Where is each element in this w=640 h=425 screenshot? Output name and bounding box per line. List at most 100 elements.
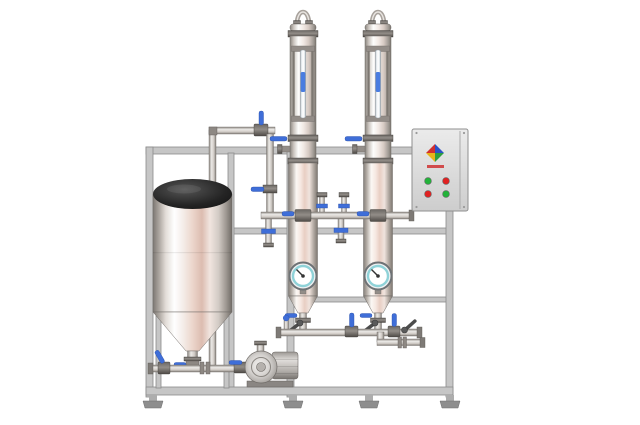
sight-rod xyxy=(386,51,389,116)
valve-pivot xyxy=(401,326,408,334)
sight-glass-liquid xyxy=(300,72,306,92)
control-panel xyxy=(411,128,469,212)
foot-pad xyxy=(142,400,164,409)
feed-pump xyxy=(244,340,299,388)
logo-quadrant xyxy=(435,144,444,153)
membrane-column-1 xyxy=(269,9,319,334)
foot-stem xyxy=(365,395,373,401)
feed-valve-handle xyxy=(258,110,264,126)
sample-stub-cap xyxy=(338,192,350,198)
foot-pad xyxy=(282,400,304,409)
discharge-end-cap xyxy=(275,326,282,339)
pump-hub xyxy=(256,362,266,372)
mid-clamp-band xyxy=(287,134,319,142)
indicator-light-red xyxy=(424,190,432,198)
panel-screw xyxy=(415,205,418,209)
discharge-valve2-body xyxy=(387,325,401,338)
indicator-light-green xyxy=(424,177,432,185)
tank-dome-highlight xyxy=(167,184,201,194)
sight-glass-liquid xyxy=(375,72,381,92)
frame-bottom-rail xyxy=(145,386,454,396)
panel-screw xyxy=(462,205,466,209)
tank-shell xyxy=(152,193,233,313)
motor-fin xyxy=(272,359,298,360)
sample-stub-cap xyxy=(316,192,328,198)
tank-cone xyxy=(152,311,233,352)
feed-elbow xyxy=(208,126,218,136)
top-cap xyxy=(364,23,392,32)
leveling-foot xyxy=(439,395,461,409)
lower-pipe-cap xyxy=(419,337,426,348)
foot-pad xyxy=(439,400,461,409)
pump-base-plate xyxy=(246,380,294,388)
column2-tee-clamp xyxy=(369,209,387,222)
top-cap xyxy=(289,23,317,32)
discharge-end-cap xyxy=(416,326,423,339)
vent-stub xyxy=(283,319,289,330)
drain-stub-clamp xyxy=(261,228,276,234)
foot-stem xyxy=(446,395,454,401)
sample-stub-clamp xyxy=(316,203,328,209)
drain-stub-clamp xyxy=(333,227,349,233)
riser-clamp-handle xyxy=(250,186,265,192)
leveling-foot xyxy=(142,395,164,409)
side-port-cap xyxy=(352,144,358,154)
motor-fin xyxy=(272,366,298,367)
indicator-light-red xyxy=(442,177,450,185)
discharge-manifold xyxy=(275,312,426,349)
foot-stem xyxy=(289,395,297,401)
brand-logo xyxy=(426,144,444,162)
column-riser-pipe xyxy=(266,133,274,219)
feed-tank xyxy=(152,179,233,389)
feed-manifold xyxy=(260,192,415,248)
side-port-cap xyxy=(277,144,283,154)
lower-union-flange xyxy=(397,336,402,349)
pump-volute-ring xyxy=(251,357,271,377)
drain-stub-cap xyxy=(263,242,274,248)
membrane-column-2 xyxy=(344,9,394,334)
pressure-gauge xyxy=(288,261,318,295)
suction-valve-body xyxy=(157,361,171,375)
gauge-hub xyxy=(301,274,305,278)
foot-pad xyxy=(358,400,380,409)
mid-clamp-band xyxy=(362,134,394,142)
logo-quadrant xyxy=(426,144,435,153)
tank-dome-lid xyxy=(153,179,232,209)
sight-rod xyxy=(367,51,370,116)
spool-section xyxy=(289,140,317,160)
column2-tee-handle xyxy=(356,211,370,217)
sample-stub-clamp xyxy=(338,203,350,209)
valve-pivot xyxy=(371,319,379,327)
side-port xyxy=(280,145,291,153)
leveling-foot xyxy=(282,395,304,409)
discharge-valve-handle xyxy=(349,312,355,328)
bottom-cone xyxy=(363,295,393,314)
panel-screw xyxy=(415,131,418,135)
motor-fin xyxy=(272,373,298,374)
manifold-end-cap xyxy=(408,209,415,222)
bottom-cone xyxy=(288,295,318,314)
panel-enclosure xyxy=(411,128,469,212)
leveling-foot xyxy=(358,395,380,409)
feed-valve-body xyxy=(253,123,269,137)
riser-clamp-band xyxy=(262,184,278,194)
foot-stem xyxy=(149,395,157,401)
vent-stub-cap xyxy=(283,314,290,322)
pipe-union-flange xyxy=(205,361,211,375)
lower-union-flange xyxy=(402,336,407,349)
logo-quadrant xyxy=(426,153,435,162)
column1-tee-clamp xyxy=(294,209,312,222)
mid-clamp-handle xyxy=(344,136,363,142)
suction-valve2-handle xyxy=(228,360,243,365)
pipe-union-flange xyxy=(199,361,205,375)
column1-tee-handle xyxy=(281,211,295,217)
suction-valve-handle xyxy=(154,350,165,364)
spool-section xyxy=(364,140,392,160)
side-port xyxy=(355,145,366,153)
mid-clamp-handle xyxy=(269,136,288,142)
sight-rod xyxy=(311,51,314,116)
panel-screw xyxy=(462,131,466,135)
brand-text-mark xyxy=(427,165,444,168)
suction-piping xyxy=(147,350,268,375)
